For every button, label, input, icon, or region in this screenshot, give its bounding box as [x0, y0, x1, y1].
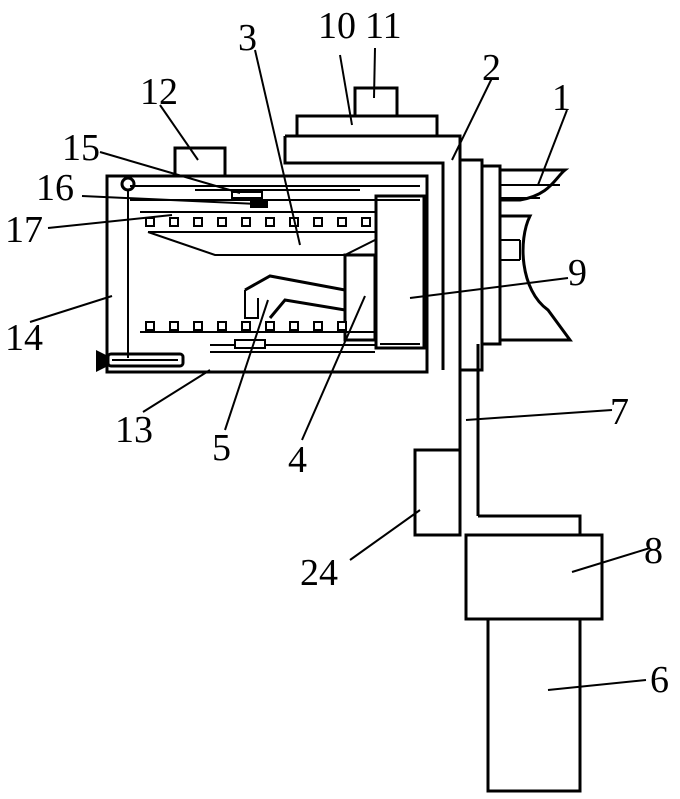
leader-lines — [30, 48, 650, 690]
part-3-wedge — [148, 232, 375, 255]
label-24: 24 — [300, 552, 338, 594]
label-12: 12 — [140, 71, 178, 113]
label-9: 9 — [568, 252, 587, 294]
part-5-lever — [245, 276, 345, 318]
part-1-lower-housing — [500, 216, 570, 340]
part-11-knob — [355, 88, 397, 116]
flange-ring — [482, 166, 500, 344]
label-11: 11 — [365, 5, 402, 47]
label-5: 5 — [212, 427, 231, 469]
part-2-bracket-top — [285, 136, 460, 370]
comb-lower-teeth — [146, 322, 346, 330]
lower-slider — [235, 340, 265, 348]
label-10: 10 — [318, 5, 356, 47]
part-5-lever-arm — [245, 290, 258, 318]
label-15: 15 — [62, 127, 100, 169]
part-2-bracket — [285, 136, 443, 370]
label-6: 6 — [650, 659, 669, 701]
part-12-block — [175, 148, 225, 176]
part-8-block — [466, 535, 602, 619]
part-9-block — [376, 196, 424, 348]
label-8: 8 — [644, 530, 663, 572]
part-24-block — [415, 450, 460, 535]
label-14: 14 — [5, 317, 43, 359]
part-4-block — [345, 255, 375, 340]
label-17: 17 — [5, 209, 43, 251]
label-7: 7 — [610, 391, 629, 433]
comb-upper-teeth — [146, 218, 370, 226]
label-3: 3 — [238, 17, 257, 59]
part-10-plate — [297, 116, 437, 136]
label-1: 1 — [552, 77, 571, 119]
flange-plate — [460, 160, 482, 370]
label-4: 4 — [288, 439, 307, 481]
hinge-circle — [122, 178, 134, 190]
label-13: 13 — [115, 409, 153, 451]
label-16: 16 — [36, 167, 74, 209]
part-6-cylinder — [488, 619, 580, 791]
post-7-foot — [478, 516, 580, 535]
label-2: 2 — [482, 47, 501, 89]
